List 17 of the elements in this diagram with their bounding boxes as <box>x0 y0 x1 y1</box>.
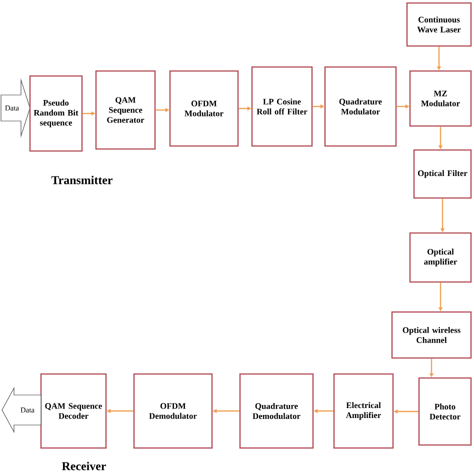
process-box: Continuous Wave Laser <box>406 2 472 47</box>
process-box: QAM Sequence Generator <box>95 70 156 150</box>
process-box: Quadrature Modulator <box>324 66 397 147</box>
process-box: LP Cosine Roll off Filter <box>251 66 313 147</box>
process-box: Quadrature Demodulator <box>239 373 314 449</box>
section-label: Transmitter <box>51 176 112 184</box>
process-box: OFDM Demodulator <box>133 373 213 449</box>
process-box: Optical amplifier <box>409 232 472 283</box>
process-box: Pseudo Random Bit sequence <box>29 75 83 152</box>
process-box: Electrical Amplifier <box>333 373 394 449</box>
section-label: Receiver <box>62 462 106 470</box>
process-box: Optical wireless Channel <box>391 311 472 359</box>
process-box: Optical Filter <box>413 149 472 199</box>
process-box: QAM Sequence Decoder <box>40 373 107 449</box>
process-box: Photo Detector <box>418 377 472 446</box>
process-box: OFDM Modulator <box>169 70 239 147</box>
process-box: MZ Modulator <box>409 70 472 127</box>
